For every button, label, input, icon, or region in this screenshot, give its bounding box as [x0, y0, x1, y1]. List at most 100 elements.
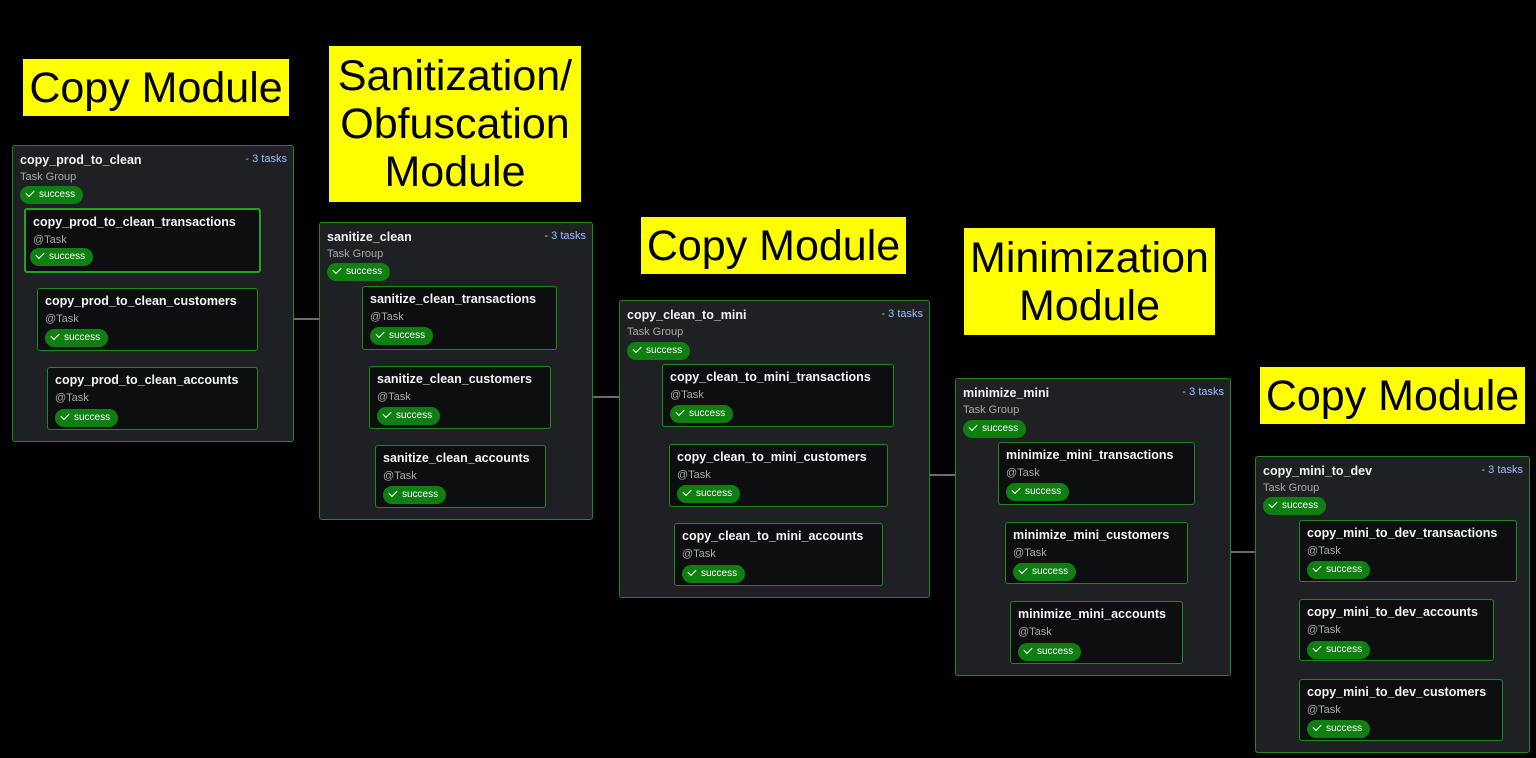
check-icon [332, 264, 342, 275]
task-type: @Task [370, 311, 404, 323]
task-type: @Task [677, 469, 711, 481]
status-badge: success [1013, 563, 1077, 581]
group-type: Task Group [627, 326, 684, 338]
task-node[interactable]: minimize_mini_customers @Task success [1005, 522, 1188, 584]
task-node[interactable]: copy_mini_to_dev_customers @Task success [1299, 679, 1503, 741]
task-node[interactable]: sanitize_clean_transactions @Task succes… [362, 286, 557, 350]
task-type: @Task [377, 391, 411, 403]
task-title: copy_clean_to_mini_customers [677, 450, 867, 464]
task-type: @Task [383, 470, 417, 482]
task-node[interactable]: copy_clean_to_mini_transactions @Task su… [662, 364, 894, 427]
group-type: Task Group [1263, 482, 1320, 494]
group-title: sanitize_clean [327, 230, 412, 244]
check-icon [35, 249, 45, 260]
task-node[interactable]: minimize_mini_accounts @Task success [1010, 601, 1183, 664]
task-type: @Task [682, 548, 716, 560]
group-title: copy_clean_to_mini [627, 308, 747, 322]
task-node[interactable]: sanitize_clean_customers @Task success [369, 366, 551, 429]
task-type: @Task [1018, 626, 1052, 638]
task-title: copy_clean_to_mini_transactions [670, 370, 871, 384]
status-badge: success [20, 186, 84, 204]
status-badge: success [370, 327, 434, 345]
group-task-count: - 3 tasks [544, 230, 586, 242]
group-task-count: - 3 tasks [1481, 464, 1523, 476]
task-title: copy_prod_to_clean_transactions [33, 215, 236, 229]
status-badge: success [383, 486, 447, 504]
task-title: copy_prod_to_clean_customers [45, 294, 237, 308]
status-badge: success [327, 263, 391, 281]
task-node[interactable]: minimize_mini_transactions @Task success [998, 442, 1195, 505]
task-node[interactable]: copy_prod_to_clean_transactions @Task su… [24, 208, 261, 273]
check-icon [675, 406, 685, 417]
group-title: minimize_mini [963, 386, 1050, 400]
task-title: sanitize_clean_transactions [370, 292, 537, 306]
check-icon [1023, 644, 1033, 655]
status-badge: success [677, 485, 741, 503]
task-type: @Task [33, 234, 67, 246]
task-node[interactable]: copy_prod_to_clean_customers @Task succe… [37, 288, 258, 351]
check-icon [1312, 721, 1322, 732]
module-label-copy-2: Copy Module [641, 217, 906, 274]
task-node[interactable]: copy_mini_to_dev_transactions @Task succ… [1299, 520, 1517, 582]
status-badge: success [55, 409, 119, 427]
check-icon [1018, 564, 1028, 575]
status-badge: success [627, 342, 691, 360]
task-title: sanitize_clean_accounts [383, 451, 530, 465]
status-badge: success [30, 248, 94, 266]
status-badge: success [1307, 561, 1371, 579]
task-type: @Task [55, 392, 89, 404]
task-type: @Task [1307, 704, 1341, 716]
group-task-count: - 3 tasks [881, 308, 923, 320]
task-node[interactable]: sanitize_clean_accounts @Task success [375, 445, 546, 508]
group-title: copy_mini_to_dev [1263, 464, 1373, 478]
task-title: copy_prod_to_clean_accounts [55, 373, 239, 387]
check-icon [388, 487, 398, 498]
check-icon [968, 421, 978, 432]
check-icon [1312, 642, 1322, 653]
task-type: @Task [1307, 624, 1341, 636]
check-icon [25, 187, 35, 198]
status-badge: success [45, 329, 109, 347]
task-title: copy_mini_to_dev_customers [1307, 685, 1487, 699]
status-badge: success [1006, 483, 1070, 501]
group-task-count: - 3 tasks [245, 153, 287, 165]
check-icon [50, 330, 60, 341]
task-title: minimize_mini_customers [1013, 528, 1170, 542]
task-title: minimize_mini_accounts [1018, 607, 1166, 621]
task-title: minimize_mini_transactions [1006, 448, 1174, 462]
task-type: @Task [1013, 547, 1047, 559]
task-node[interactable]: copy_clean_to_mini_accounts @Task succes… [674, 523, 883, 586]
task-node[interactable]: copy_prod_to_clean_accounts @Task succes… [47, 367, 258, 430]
module-label-minimization: Minimization Module [964, 228, 1215, 335]
status-badge: success [377, 407, 441, 425]
module-label-sanitization: Sanitization/ Obfuscation Module [329, 46, 581, 202]
status-badge: success [1263, 497, 1327, 515]
task-type: @Task [670, 389, 704, 401]
check-icon [632, 343, 642, 354]
group-type: Task Group [963, 404, 1020, 416]
task-title: copy_mini_to_dev_accounts [1307, 605, 1478, 619]
status-badge: success [1307, 641, 1371, 659]
group-type: Task Group [20, 171, 77, 183]
status-badge: success [670, 405, 734, 423]
module-label-copy-1: Copy Module [23, 59, 289, 116]
task-node[interactable]: copy_clean_to_mini_customers @Task succe… [669, 444, 888, 507]
task-node[interactable]: copy_mini_to_dev_accounts @Task success [1299, 599, 1494, 661]
check-icon [1312, 562, 1322, 573]
module-label-copy-3: Copy Module [1260, 367, 1525, 424]
task-title: copy_mini_to_dev_transactions [1307, 526, 1498, 540]
status-badge: success [682, 565, 746, 583]
check-icon [1268, 498, 1278, 509]
check-icon [375, 328, 385, 339]
task-type: @Task [1307, 545, 1341, 557]
status-badge: success [963, 420, 1027, 438]
check-icon [382, 408, 392, 419]
group-type: Task Group [327, 248, 384, 260]
check-icon [687, 566, 697, 577]
check-icon [60, 410, 70, 421]
task-title: copy_clean_to_mini_accounts [682, 529, 864, 543]
check-icon [1011, 484, 1021, 495]
group-title: copy_prod_to_clean [20, 153, 142, 167]
check-icon [682, 486, 692, 497]
task-type: @Task [1006, 467, 1040, 479]
